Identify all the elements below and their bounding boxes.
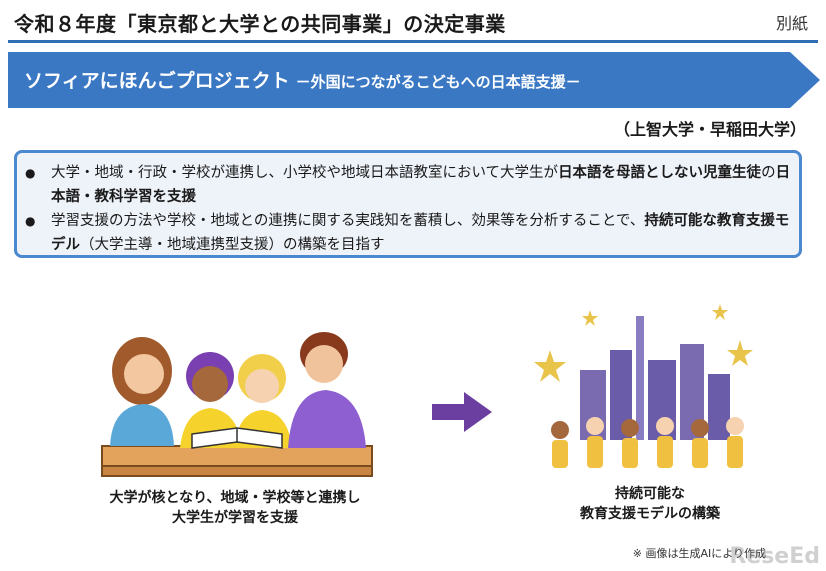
bullet-1-text-c: の bbox=[761, 165, 776, 181]
bullet-2-text-c: （大学主導・地域連携型支援）の構築を目指す bbox=[80, 237, 385, 253]
right-caption-line-2: 教育支援モデルの構築 bbox=[580, 506, 720, 522]
banner-arrow-shape bbox=[8, 52, 820, 108]
students-studying-illustration bbox=[101, 332, 373, 477]
left-caption-line-2: 大学生が学習を支援 bbox=[172, 510, 298, 526]
right-caption-line-1: 持続可能な bbox=[615, 486, 685, 502]
project-subtitle: －外国につながるこどもへの日本語支援－ bbox=[295, 73, 581, 91]
sustainable-city-illustration bbox=[534, 304, 753, 468]
project-banner: ソフィアにほんごプロジェクト －外国につながるこどもへの日本語支援－ bbox=[8, 52, 820, 108]
arrow-right-icon bbox=[432, 392, 492, 432]
title-divider bbox=[8, 40, 818, 43]
summary-box: ● 大学・地域・行政・学校が連携し、小学校や地域日本語教室において大学生が日本語… bbox=[14, 150, 802, 258]
project-title: ソフィアにほんごプロジェクト bbox=[24, 70, 290, 92]
university-names: （上智大学・早稲田大学） bbox=[613, 120, 806, 139]
page-title: 令和８年度「東京都と大学との共同事業」の決定事業 bbox=[14, 12, 506, 36]
bullet-1-text-b: 日本語を母語としない児童生徒 bbox=[558, 165, 762, 181]
left-caption: 大学が核となり、地域・学校等と連携し 大学生が学習を支援 bbox=[80, 488, 390, 528]
bullet-dot-icon: ● bbox=[25, 166, 36, 180]
bullet-dot-icon: ● bbox=[25, 214, 36, 228]
bullet-item-2: ● 学習支援の方法や学校・地域との連携に関する実践知を蓄積し、効果等を分析するこ… bbox=[25, 209, 795, 257]
ai-image-footnote: ※ 画像は生成AIにより作成 bbox=[632, 547, 766, 560]
bullet-item-1: ● 大学・地域・行政・学校が連携し、小学校や地域日本語教室において大学生が日本語… bbox=[25, 161, 795, 209]
left-caption-line-1: 大学が核となり、地域・学校等と連携し bbox=[109, 490, 361, 506]
bullet-1-text-a: 大学・地域・行政・学校が連携し、小学校や地域日本語教室において大学生が bbox=[51, 165, 559, 181]
bullet-2-text-a: 学習支援の方法や学校・地域との連携に関する実践知を蓄積し、効果等を分析することで… bbox=[51, 213, 645, 229]
attachment-label: 別紙 bbox=[775, 14, 808, 33]
bullet-1-text-d: 日本語・教科学習を支援 bbox=[51, 165, 791, 205]
right-caption: 持続可能な 教育支援モデルの構築 bbox=[540, 484, 760, 524]
bullet-2-text-b: 持続可能な教育支援モデル bbox=[51, 213, 790, 253]
watermark-logo: ReseEd bbox=[729, 544, 820, 569]
